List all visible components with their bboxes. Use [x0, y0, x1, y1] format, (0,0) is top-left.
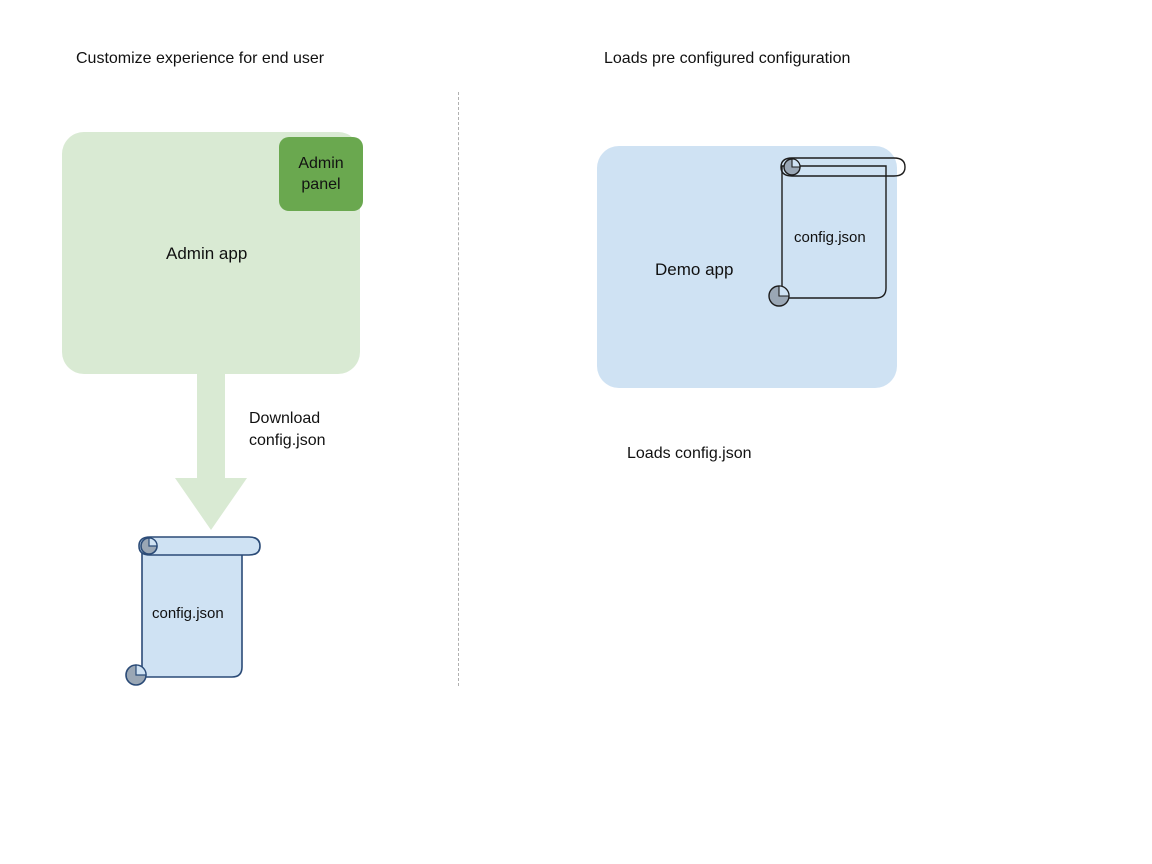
admin-app-label: Admin app	[166, 244, 248, 263]
admin-panel-label-line2: panel	[301, 176, 341, 193]
demo-app-label: Demo app	[655, 260, 734, 279]
download-caption-line1: Download	[249, 410, 321, 427]
column-divider	[458, 92, 459, 686]
download-arrow-icon	[175, 370, 247, 530]
left-column-heading: Customize experience for end user	[76, 50, 325, 67]
config-json-document-left[interactable]	[118, 525, 268, 693]
admin-panel-box[interactable]: Admin panel	[279, 137, 363, 211]
download-arrow-caption: Download config.json	[249, 408, 326, 452]
loads-config-caption: Loads config.json	[627, 445, 752, 462]
admin-app-container[interactable]: Admin app Admin panel	[62, 132, 363, 374]
config-json-document-right[interactable]	[766, 148, 916, 308]
admin-panel-label: Admin panel	[298, 153, 343, 195]
admin-panel-label-line1: Admin	[298, 155, 344, 172]
right-column-heading: Loads pre configured configuration	[604, 50, 851, 67]
demo-app-container[interactable]: Demo app	[597, 146, 897, 388]
download-caption-line2: config.json	[249, 432, 326, 449]
